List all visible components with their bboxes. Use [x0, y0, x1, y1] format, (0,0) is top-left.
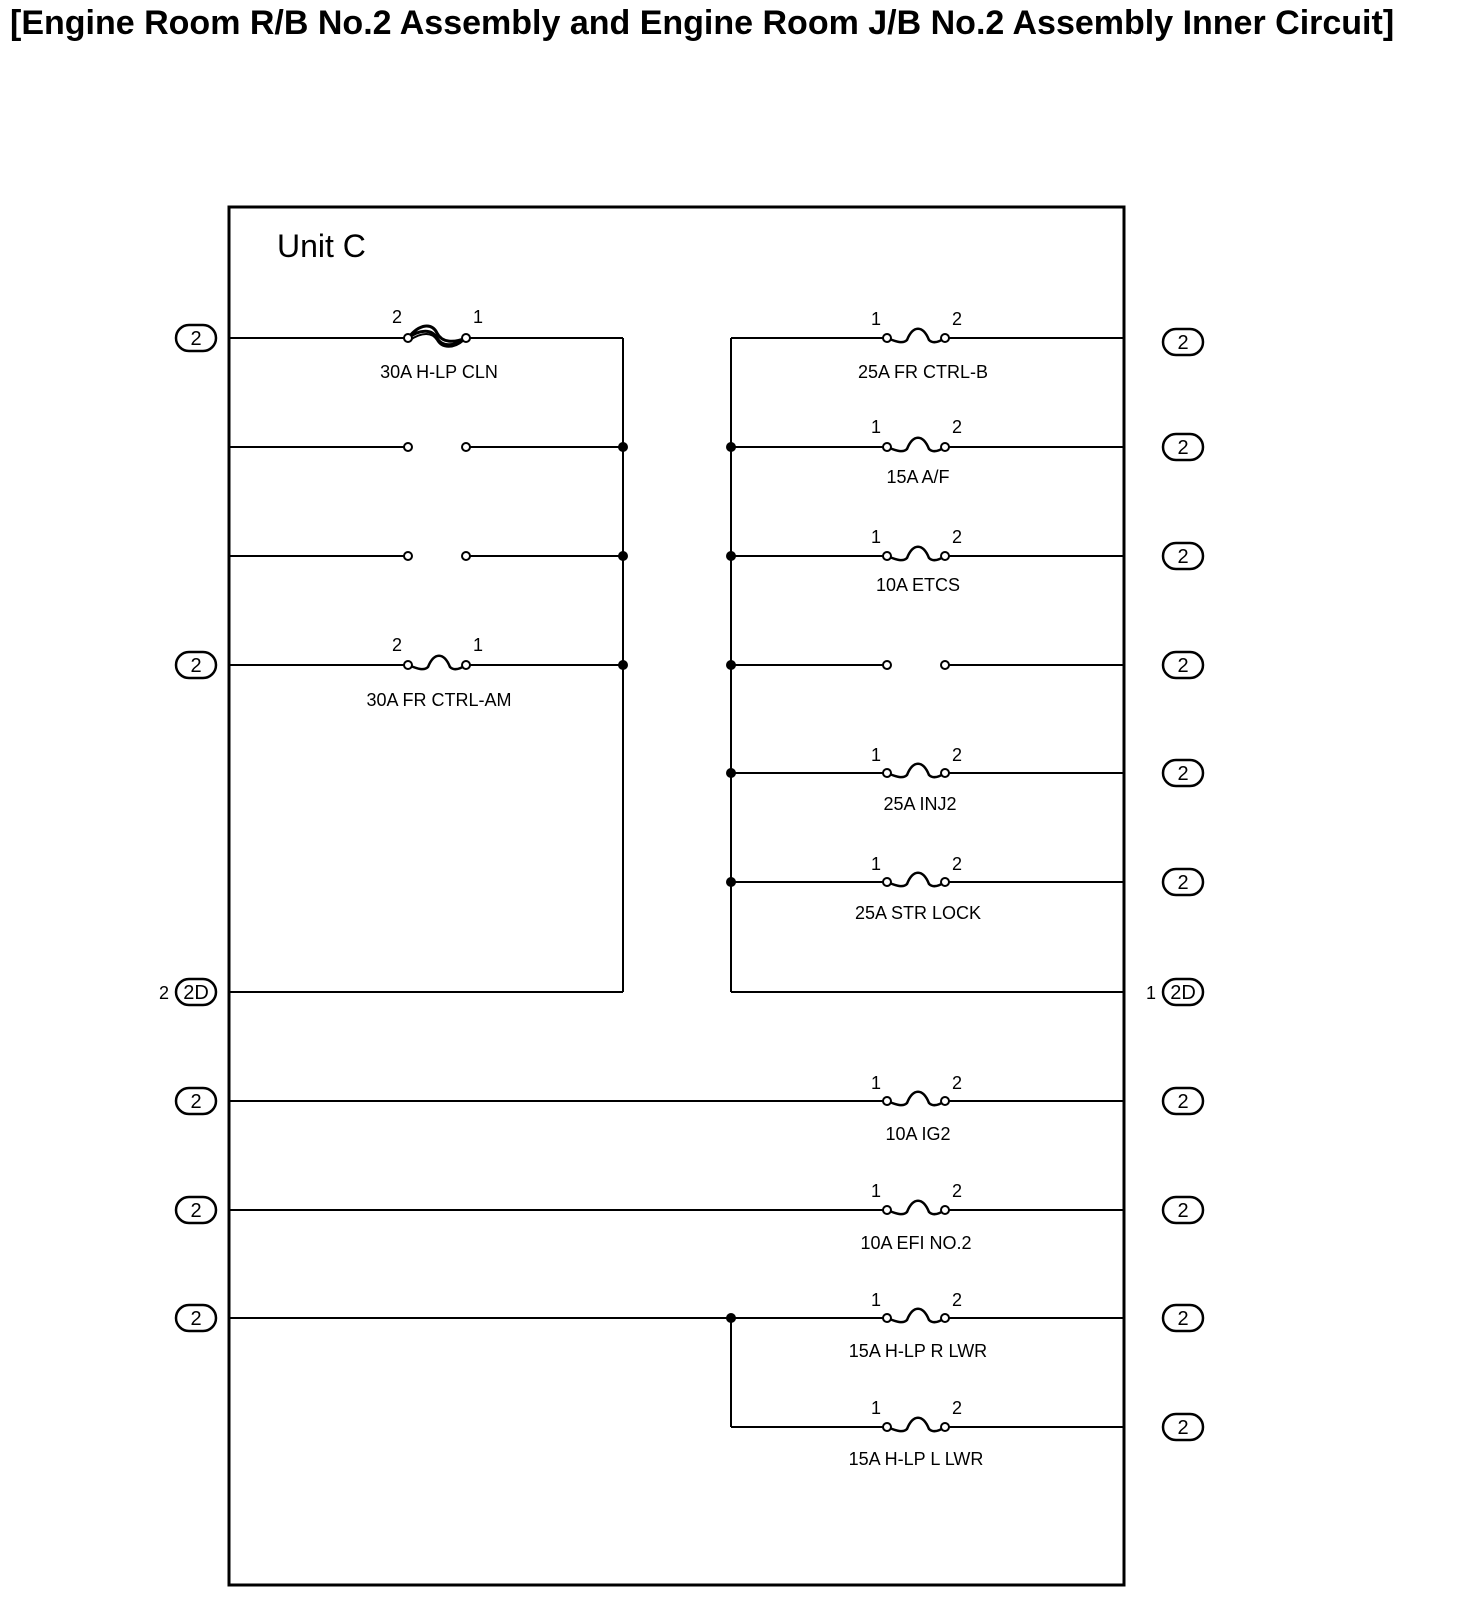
junction-dot	[726, 768, 736, 778]
connector-label: 2D	[183, 982, 209, 1004]
fuse-inj2	[882, 762, 950, 779]
connector-left-1: 2	[174, 323, 218, 353]
fuse-label-efi-no2: 10A EFI NO.2	[860, 1233, 971, 1253]
junction-dot	[726, 551, 736, 561]
empty-slot-terminal	[461, 442, 471, 452]
pin-1: 1	[871, 854, 881, 874]
pin-2: 2	[952, 1398, 962, 1418]
diagram-title: [Engine Room R/B No.2 Assembly and Engin…	[10, 4, 1395, 42]
fuse-label-ig2: 10A IG2	[885, 1124, 950, 1144]
connector-left-4: 2	[174, 1195, 218, 1225]
connector-label: 2D	[1170, 982, 1196, 1004]
pin-2: 2	[392, 635, 402, 655]
fuse-af	[882, 436, 950, 453]
unit-c-box	[227, 205, 1126, 1587]
unit-label: Unit C	[277, 228, 366, 264]
connector-label: 2	[1177, 872, 1188, 894]
fuse-label-inj2: 25A INJ2	[883, 794, 956, 814]
fuse-label-af: 15A A/F	[886, 467, 949, 487]
connector-label: 2	[190, 655, 201, 677]
connector-right-2d: 1 2D	[1146, 977, 1205, 1007]
pin-2: 2	[952, 309, 962, 329]
empty-slot-terminal	[403, 551, 413, 561]
fuse-label-hlp-cln: 30A H-LP CLN	[380, 362, 498, 382]
connector-right-7: 2	[1161, 1086, 1205, 1116]
fuse-label-hlp-l-lwr: 15A H-LP L LWR	[849, 1449, 984, 1469]
pin-1: 1	[871, 1398, 881, 1418]
pin-1: 1	[871, 745, 881, 765]
junction-dot	[726, 442, 736, 452]
pin-2: 2	[392, 307, 402, 327]
pin-2: 2	[952, 1290, 962, 1310]
fuse-fr-ctrl-b	[882, 327, 950, 344]
pin-1: 1	[871, 1290, 881, 1310]
connector-right-4: 2	[1161, 650, 1205, 680]
empty-slot-terminal	[882, 660, 892, 670]
pin-2: 2	[952, 527, 962, 547]
fuse-label-etcs: 10A ETCS	[876, 575, 960, 595]
junction-dot	[726, 877, 736, 887]
fuse-label-fr-ctrl-b: 25A FR CTRL-B	[858, 362, 988, 382]
connector-right-1: 2	[1161, 327, 1205, 357]
connector-label: 2	[1177, 1308, 1188, 1330]
fuse-label-fr-ctrl-am: 30A FR CTRL-AM	[366, 690, 511, 710]
pin-1: 1	[473, 307, 483, 327]
pin-1: 1	[473, 635, 483, 655]
junction-dot	[618, 551, 628, 561]
pin-2: 2	[952, 854, 962, 874]
connector-label: 2	[1177, 332, 1188, 354]
fuse-hlp-cln	[403, 324, 471, 348]
pin-1: 1	[871, 1073, 881, 1093]
connector-left-2d: 2 2D	[159, 977, 218, 1007]
connector-left-5: 2	[174, 1303, 218, 1333]
pin-2: 2	[952, 417, 962, 437]
junction-dot	[618, 442, 628, 452]
pin-2: 2	[952, 1073, 962, 1093]
connector-label: 2	[1177, 1200, 1188, 1222]
fuse-efi-no2	[882, 1199, 950, 1216]
connector-label: 2	[1177, 1417, 1188, 1439]
fuse-fr-ctrl-am	[403, 654, 471, 671]
connector-right-8: 2	[1161, 1195, 1205, 1225]
connector-right-10: 2	[1161, 1412, 1205, 1442]
connector-left-3: 2	[174, 1086, 218, 1116]
connector-label: 2	[1177, 763, 1188, 785]
connector-left-2: 2	[174, 650, 218, 680]
pin-2: 2	[952, 1181, 962, 1201]
empty-slot-terminal	[403, 442, 413, 452]
fuse-label-str-lock: 25A STR LOCK	[855, 903, 981, 923]
connector-label: 2	[1177, 1091, 1188, 1113]
fuse-ig2	[882, 1090, 950, 1107]
connector-label: 2	[1177, 437, 1188, 459]
fuse-hlp-l-lwr	[882, 1416, 950, 1433]
connector-right-9: 2	[1161, 1303, 1205, 1333]
fuse-etcs	[882, 545, 950, 562]
connector-label: 2	[190, 1308, 201, 1330]
connector-label: 2	[190, 1091, 201, 1113]
pin-1: 1	[871, 309, 881, 329]
connector-right-2: 2	[1161, 432, 1205, 462]
pin-2: 2	[952, 745, 962, 765]
fuse-str-lock	[882, 871, 950, 888]
connector-label: 2	[190, 1200, 201, 1222]
pin-1: 1	[871, 527, 881, 547]
connector-right-6: 2	[1161, 867, 1205, 897]
connector-pin: 2	[159, 983, 169, 1003]
fuse-hlp-r-lwr	[882, 1307, 950, 1324]
connector-label: 2	[1177, 655, 1188, 677]
connector-label: 2	[1177, 546, 1188, 568]
connector-label: 2	[190, 328, 201, 350]
fuse-label-hlp-r-lwr: 15A H-LP R LWR	[849, 1341, 987, 1361]
pin-1: 1	[871, 417, 881, 437]
empty-slot-terminal	[940, 660, 950, 670]
pin-1: 1	[871, 1181, 881, 1201]
empty-slot-terminal	[461, 551, 471, 561]
connector-right-5: 2	[1161, 758, 1205, 788]
connector-right-3: 2	[1161, 541, 1205, 571]
junction-dot	[726, 660, 736, 670]
junction-dot	[618, 660, 628, 670]
connector-pin: 1	[1146, 983, 1156, 1003]
